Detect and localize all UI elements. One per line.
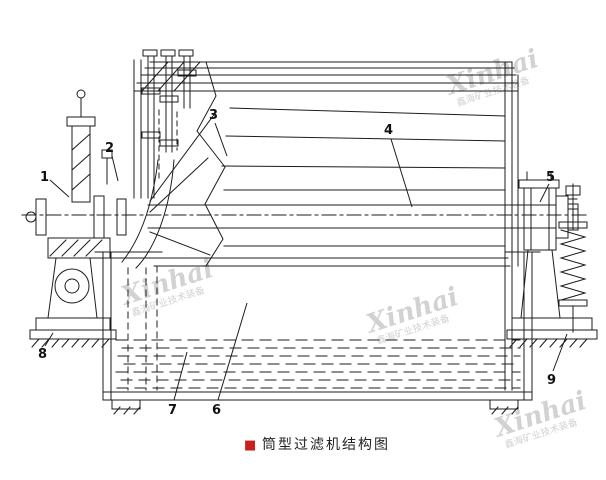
left-stand bbox=[29, 257, 117, 348]
part-label-7: 7 bbox=[168, 351, 188, 418]
caption: ■ 筒型过滤机结构图 bbox=[244, 436, 390, 453]
part-label-number: 4 bbox=[384, 123, 393, 138]
part-label-number: 2 bbox=[105, 141, 114, 156]
watermark: Xinhai 鑫海矿业技术装备 bbox=[116, 254, 217, 319]
part-label-2: 2 bbox=[105, 141, 119, 182]
part-label-6: 6 bbox=[212, 302, 248, 418]
feed-pipes bbox=[141, 49, 197, 199]
part-label-8: 8 bbox=[38, 332, 54, 362]
part-label-5: 5 bbox=[539, 170, 555, 203]
tank bbox=[94, 251, 541, 415]
watermarks: Xinhai 鑫海矿业技术装备 Xinhai 鑫海矿业技术装备 Xinhai 鑫… bbox=[116, 44, 590, 451]
part-label-number: 7 bbox=[168, 403, 177, 418]
watermark: Xinhai 鑫海矿业技术装备 bbox=[441, 44, 542, 109]
left-bearing-assembly bbox=[25, 89, 127, 304]
part-label-number: 6 bbox=[212, 403, 221, 418]
spring-coil bbox=[559, 229, 587, 301]
part-label-number: 1 bbox=[40, 170, 49, 185]
caption-text: 筒型过滤机结构图 bbox=[262, 436, 390, 453]
cutaway-break-line bbox=[196, 61, 226, 267]
tension-spring-assembly bbox=[558, 183, 588, 333]
part-labels: 1 2 3 4 5 6 7 8 bbox=[38, 108, 568, 418]
part-label-4: 4 bbox=[384, 123, 413, 208]
watermark: Xinhai 鑫海矿业技术装备 bbox=[361, 282, 462, 347]
part-label-1: 1 bbox=[40, 170, 70, 198]
part-label-number: 3 bbox=[209, 108, 218, 123]
part-label-number: 9 bbox=[547, 373, 556, 388]
part-label-number: 5 bbox=[546, 170, 555, 185]
shaft-centerline bbox=[21, 204, 589, 229]
part-label-number: 8 bbox=[38, 347, 47, 362]
diagram-linework bbox=[21, 49, 598, 415]
drum-shell bbox=[121, 59, 519, 391]
liquid-level-lines bbox=[115, 339, 521, 389]
caption-marker-icon: ■ bbox=[244, 438, 256, 453]
part-label-3: 3 bbox=[209, 108, 228, 157]
watermark: Xinhai 鑫海矿业技术装备 bbox=[489, 386, 590, 451]
part-label-9: 9 bbox=[547, 333, 568, 388]
